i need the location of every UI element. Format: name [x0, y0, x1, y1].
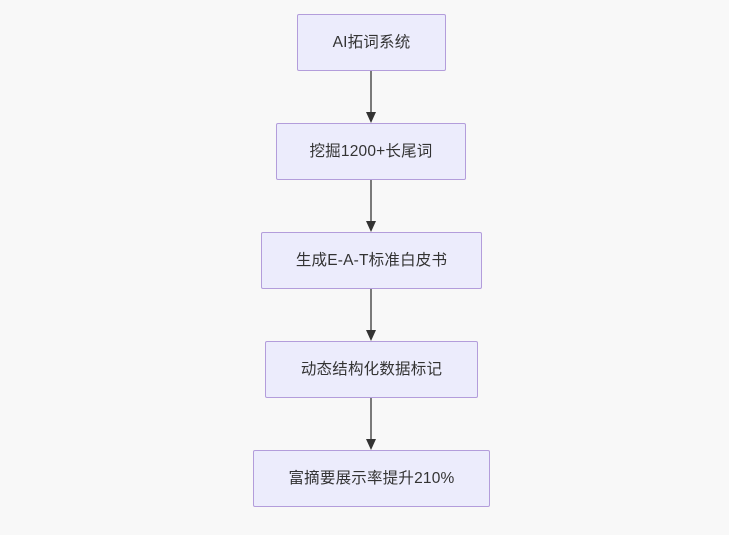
- flow-node-label: 富摘要展示率提升210%: [288, 469, 455, 487]
- edge-arrowhead-icon: [366, 439, 376, 450]
- edge-arrowhead-icon: [366, 330, 376, 341]
- edge-arrowhead-icon: [366, 221, 376, 232]
- flow-node-n1[interactable]: AI拓词系统: [297, 14, 446, 71]
- flow-node-label: 生成E-A-T标准白皮书: [295, 251, 448, 269]
- flow-node-n4[interactable]: 动态结构化数据标记: [265, 341, 478, 398]
- flow-edge-n2-n3: [366, 180, 376, 232]
- flow-node-n2[interactable]: 挖掘1200+长尾词: [276, 123, 466, 180]
- flow-edge-n3-n4: [366, 289, 376, 341]
- flow-edge-n1-n2: [366, 71, 376, 123]
- flow-node-n5[interactable]: 富摘要展示率提升210%: [253, 450, 490, 507]
- flow-node-label: 挖掘1200+长尾词: [309, 142, 433, 160]
- edge-arrowhead-icon: [366, 112, 376, 123]
- flow-node-label: 动态结构化数据标记: [300, 360, 443, 378]
- flow-node-n3[interactable]: 生成E-A-T标准白皮书: [261, 232, 482, 289]
- flow-edge-n4-n5: [366, 398, 376, 450]
- flow-node-label: AI拓词系统: [332, 33, 411, 51]
